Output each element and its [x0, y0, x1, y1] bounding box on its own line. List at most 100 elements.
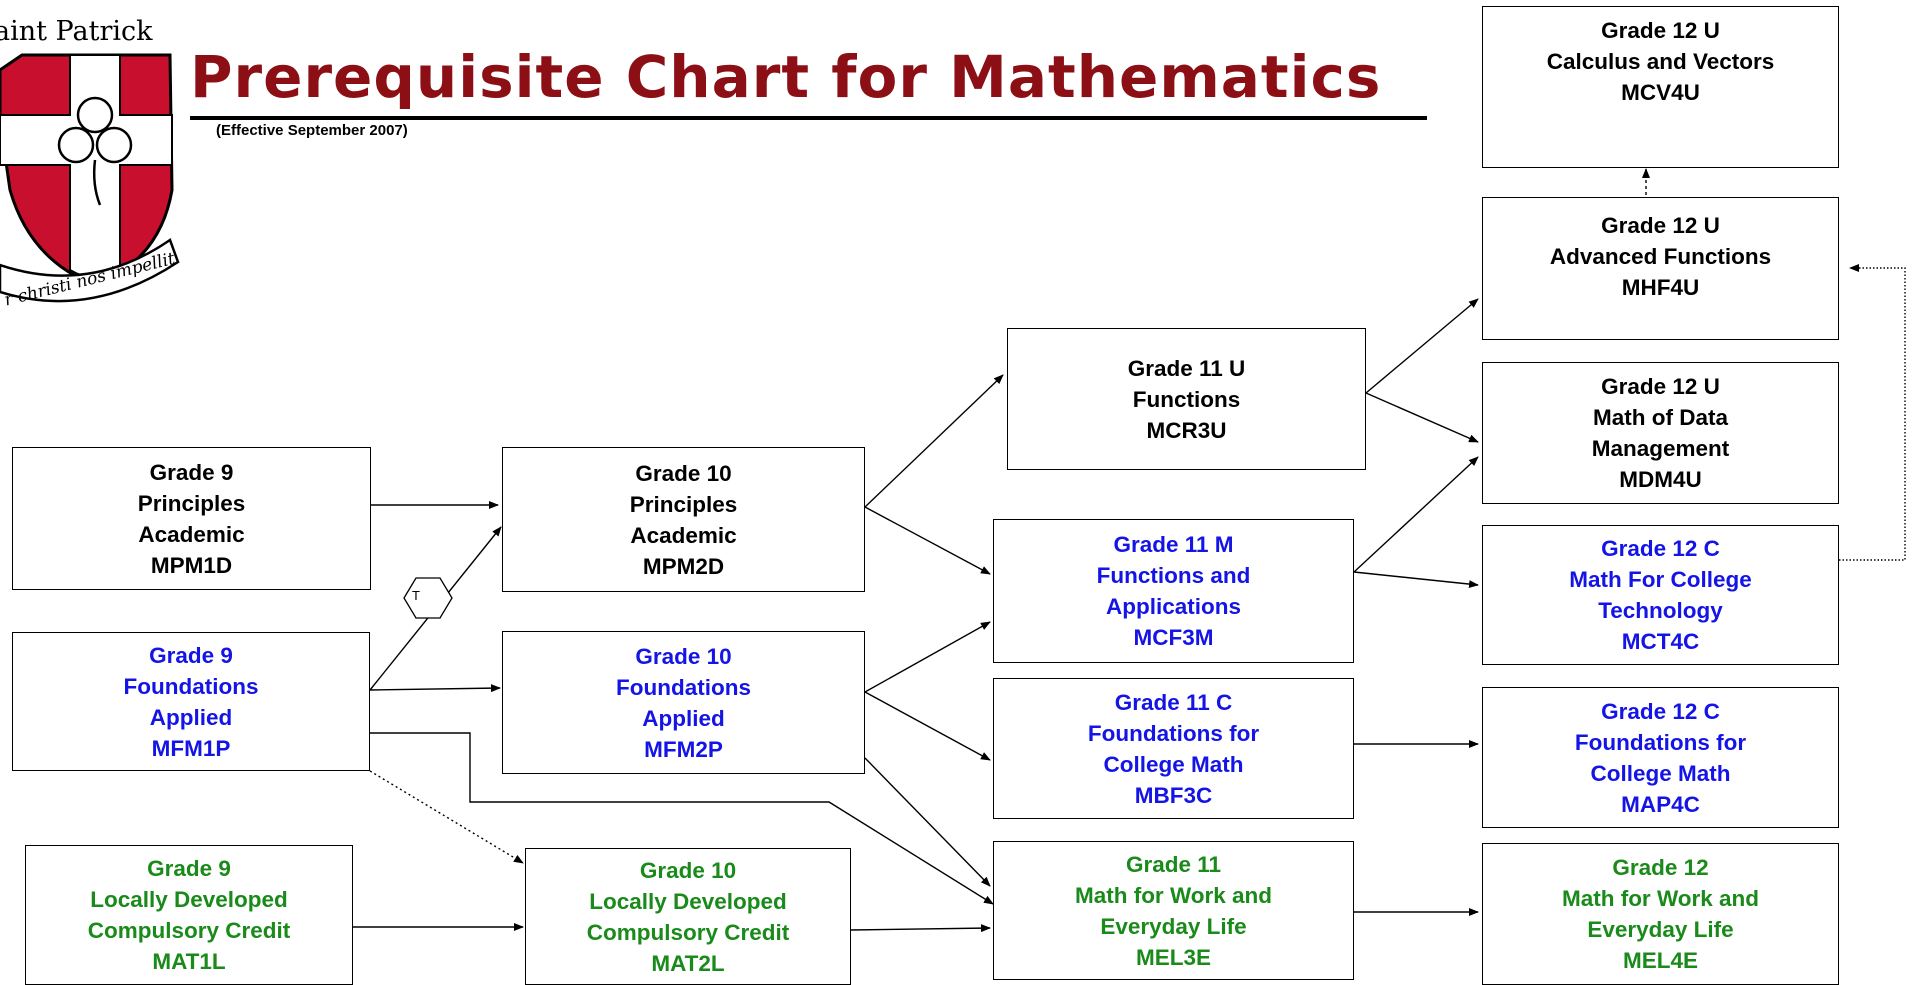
course-name: Math for Work and	[1561, 886, 1760, 911]
course-name: Math For College	[1569, 567, 1752, 592]
course-box-mel3e[interactable]: Grade 11 Math for Work and Everyday Life…	[993, 841, 1354, 980]
course-box-mpm2d[interactable]: Grade 10 Principles Academic MPM2D	[502, 447, 865, 592]
edge-mcr3u-mhf4u	[1365, 298, 1479, 394]
course-box-mfm1p[interactable]: Grade 9 Foundations Applied MFM1P	[12, 632, 370, 771]
course-box-mdm4u[interactable]: Grade 12 U Math of Data Management MDM4U	[1482, 362, 1839, 504]
course-code: MCV4U	[1621, 80, 1700, 105]
connectors	[353, 168, 1906, 933]
course-code: MPM1D	[150, 552, 233, 578]
course-type: Applied	[149, 704, 233, 730]
edge-mfm2p-mbf3c	[864, 691, 991, 761]
course-grade: Grade 12 U	[1601, 213, 1720, 238]
course-box-mel4e[interactable]: Grade 12 Math for Work and Everyday Life…	[1482, 843, 1839, 985]
course-grade: Grade 9	[149, 642, 233, 668]
course-name: Functions	[1132, 386, 1241, 412]
edge-mfm2p-mcf3m	[864, 621, 991, 693]
course-type: Applications	[1105, 594, 1241, 619]
course-type: Compulsory Credit	[87, 918, 291, 943]
course-code: MEL4E	[1622, 948, 1698, 973]
course-code: MHF4U	[1621, 275, 1700, 300]
course-grade: Grade 12	[1612, 855, 1709, 880]
course-box-mbf3c[interactable]: Grade 11 C Foundations for College Math …	[993, 678, 1354, 819]
course-code: MBF3C	[1134, 782, 1213, 808]
shamrock-icon	[57, 96, 133, 206]
edge-mfm2p-mel3e	[864, 757, 991, 887]
course-code: MFM2P	[644, 736, 723, 762]
course-box-mfm2p[interactable]: Grade 10 Foundations Applied MFM2P	[502, 631, 865, 774]
course-name: Math of Data	[1593, 405, 1728, 430]
course-type: Management	[1591, 436, 1730, 461]
crest-banner	[0, 238, 180, 303]
course-box-mhf4u[interactable]: Grade 12 U Advanced Functions MHF4U	[1482, 197, 1839, 340]
course-type: Technology	[1598, 598, 1723, 623]
course-grade: Grade 12 U	[1601, 374, 1720, 399]
title-underline	[190, 116, 1427, 120]
course-type: Everyday Life	[1587, 917, 1734, 942]
edge-mpm2d-mcr3u	[864, 374, 1004, 508]
course-name: Principles	[137, 490, 246, 516]
course-box-mct4c[interactable]: Grade 12 C Math For College Technology M…	[1482, 525, 1839, 665]
course-grade: Grade 9	[149, 459, 234, 485]
course-box-mcv4u[interactable]: Grade 12 U Calculus and Vectors MCV4U	[1482, 6, 1839, 168]
course-type: Everyday Life	[1100, 913, 1247, 939]
course-type: Academic	[138, 521, 245, 547]
course-type: College Math	[1590, 760, 1731, 786]
course-type: College Math	[1103, 751, 1244, 777]
course-box-map4c[interactable]: Grade 12 C Foundations for College Math …	[1482, 687, 1839, 828]
course-code: MAT2L	[651, 950, 725, 976]
course-grade: Grade 11 C	[1114, 689, 1233, 715]
course-name: Calculus and Vectors	[1546, 49, 1775, 74]
crest-school-name: aint Patrick	[0, 16, 153, 47]
school-crest	[0, 0, 175, 290]
course-code: MPM2D	[642, 553, 725, 579]
course-name: Foundations	[616, 674, 751, 700]
course-type: Applied	[642, 705, 725, 731]
course-type: Academic	[630, 522, 737, 548]
edge-mfm1p-mat2l	[369, 770, 524, 864]
course-box-mpm1d[interactable]: Grade 9 Principles Academic MPM1D	[12, 447, 371, 590]
course-box-mat1l[interactable]: Grade 9 Locally Developed Compulsory Cre…	[25, 845, 353, 985]
course-code: MCT4C	[1621, 629, 1700, 654]
course-name: Locally Developed	[90, 887, 288, 912]
course-grade: Grade 10	[635, 643, 732, 669]
course-code: MDM4U	[1619, 467, 1702, 492]
transfer-course-label: T	[412, 588, 420, 603]
course-code: MAT1L	[152, 949, 226, 974]
edge-mcf3m-mdm4u	[1353, 456, 1479, 573]
edge-mcf3m-mct4c	[1353, 571, 1479, 589]
course-grade: Grade 11 M	[1113, 532, 1234, 557]
course-name: Math for Work and	[1074, 882, 1273, 908]
edge-mfm1p-mel3e	[370, 732, 994, 905]
edge-mcr3u-mdm4u	[1365, 392, 1479, 443]
page-subtitle: (Effective September 2007)	[216, 122, 408, 139]
edge-mpm2d-mcf3m	[864, 506, 991, 575]
course-code: MCF3M	[1133, 625, 1214, 650]
course-box-mcf3m[interactable]: Grade 11 M Functions and Applications MC…	[993, 519, 1354, 663]
course-code: MAP4C	[1621, 791, 1700, 817]
course-name: Functions and	[1096, 563, 1251, 588]
course-grade: Grade 12 C	[1601, 698, 1720, 724]
transfer-course-hexagon	[403, 577, 453, 619]
edge-mfm1p-mfm2p	[369, 684, 501, 693]
course-name: Advanced Functions	[1549, 244, 1772, 269]
course-code: MCR3U	[1146, 417, 1227, 443]
edge-mat2l-mel3e	[850, 924, 991, 933]
course-grade: Grade 11 U	[1127, 355, 1246, 381]
course-type: Compulsory Credit	[586, 919, 790, 945]
course-name: Foundations for	[1574, 729, 1747, 755]
course-code: MEL3E	[1135, 944, 1211, 970]
edge-mct4c-mhf4u	[1839, 264, 1906, 561]
course-name: Principles	[629, 491, 738, 517]
course-grade: Grade 10	[639, 857, 737, 883]
course-name: Locally Developed	[589, 888, 787, 914]
course-grade: Grade 9	[147, 856, 231, 881]
course-grade: Grade 11	[1125, 851, 1222, 877]
course-grade: Grade 10	[635, 460, 732, 486]
course-grade: Grade 12 U	[1601, 18, 1720, 43]
course-name: Foundations	[123, 673, 259, 699]
course-box-mat2l[interactable]: Grade 10 Locally Developed Compulsory Cr…	[525, 848, 851, 985]
course-code: MFM1P	[151, 735, 231, 761]
course-box-mcr3u[interactable]: Grade 11 U Functions MCR3U	[1007, 328, 1366, 470]
page-title: Prerequisite Chart for Mathematics	[190, 43, 1382, 111]
